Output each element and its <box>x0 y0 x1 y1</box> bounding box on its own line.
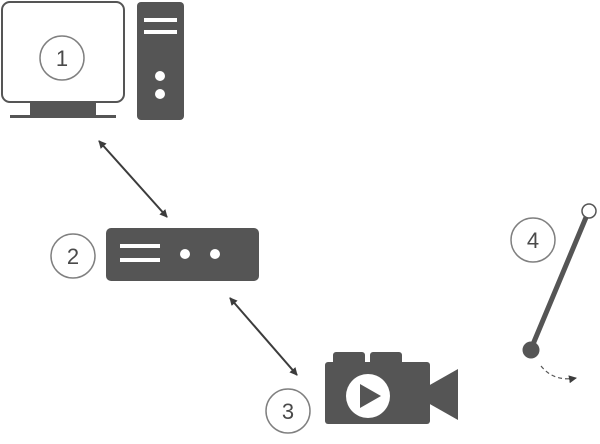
label-4-circle <box>510 217 556 263</box>
camera-icon <box>325 352 458 424</box>
label-2-text: 2 <box>67 244 79 269</box>
play-icon <box>360 384 381 408</box>
label-2: 2 <box>50 233 96 279</box>
tower-button-top <box>155 71 165 81</box>
label-4-text: 4 <box>527 228 539 253</box>
controller-led-right <box>210 249 220 259</box>
controller-slot-top <box>120 244 160 248</box>
pendulum-pivot <box>581 203 597 219</box>
label-3: 3 <box>265 388 311 434</box>
label-3-circle <box>265 388 311 434</box>
connector-computer-controller <box>98 140 168 218</box>
computer-icon <box>1 1 184 120</box>
pendulum-rod <box>528 212 590 352</box>
controller-led-left <box>180 249 190 259</box>
controller-slot-bottom <box>120 258 160 262</box>
label-1-text: 1 <box>56 46 68 71</box>
pendulum-motion-arrow <box>540 365 577 384</box>
label-3-text: 3 <box>282 399 294 424</box>
controller-icon <box>106 228 259 281</box>
label-2-circle <box>50 233 96 279</box>
label-4: 4 <box>510 217 556 263</box>
tower-slot-bottom <box>144 30 177 34</box>
pendulum-bob <box>522 341 540 359</box>
monitor-stand <box>30 102 96 116</box>
tower-slot-top <box>144 18 177 22</box>
monitor-base <box>10 115 116 118</box>
tower-button-bottom <box>155 89 165 99</box>
connector-controller-camera <box>229 297 298 376</box>
pendulum-icon <box>522 203 597 384</box>
camera-lens-hood <box>428 369 458 420</box>
label-1: 1 <box>39 35 85 81</box>
label-1-circle <box>39 35 85 81</box>
